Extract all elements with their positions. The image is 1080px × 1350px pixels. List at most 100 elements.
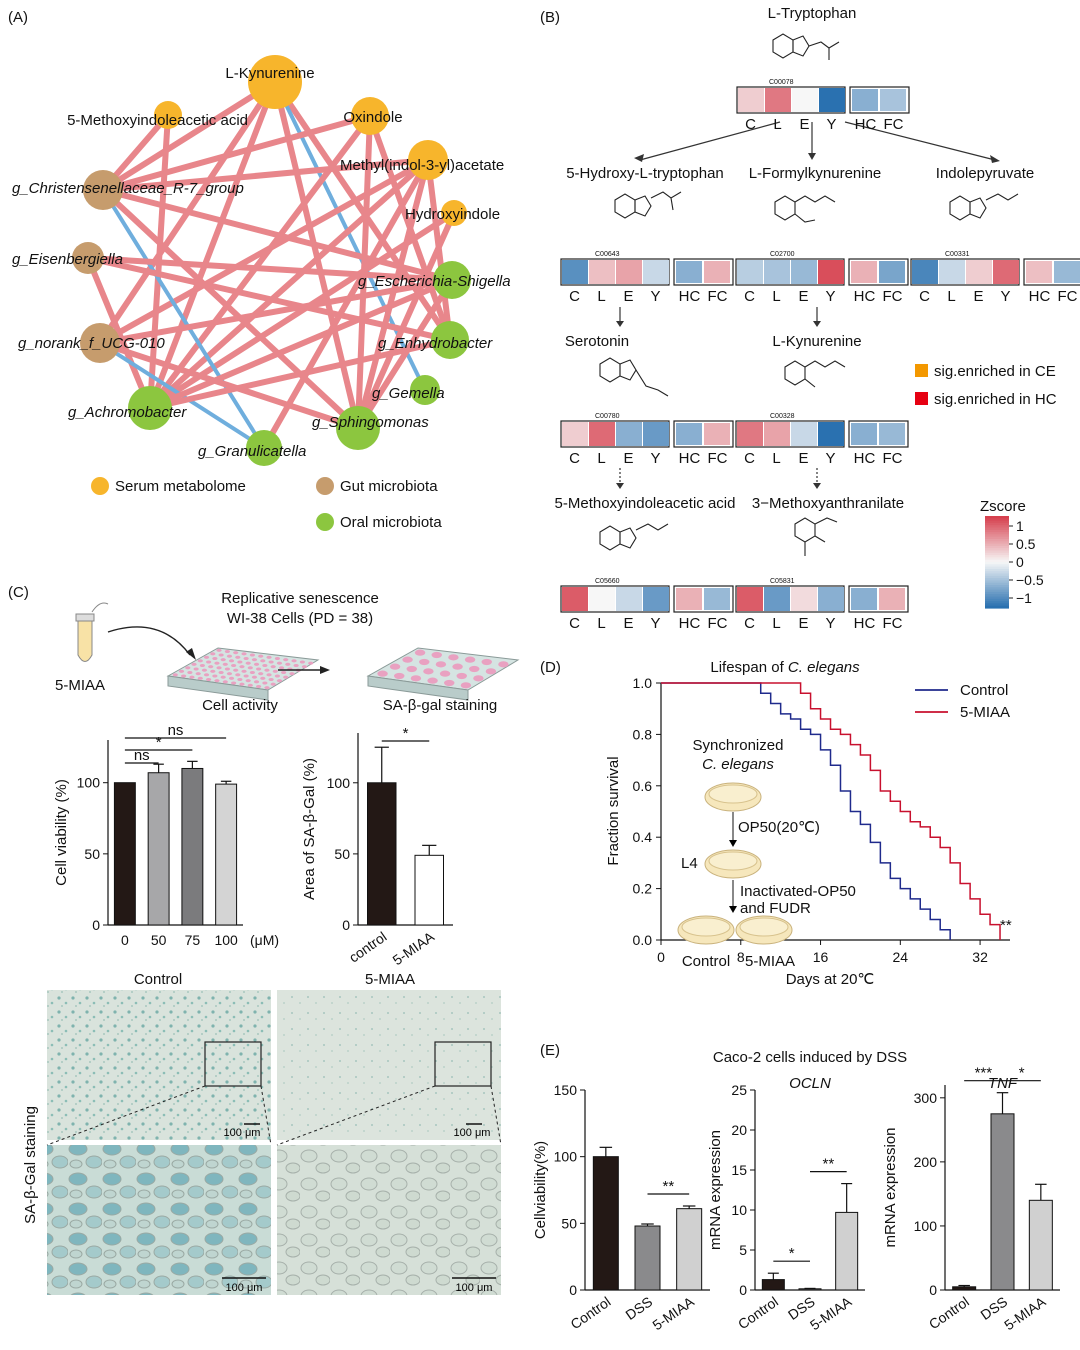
well	[181, 674, 187, 678]
heatmap-ref-label-mia-0: HC	[679, 615, 701, 632]
heatmap-ref-frame-ser	[673, 420, 734, 448]
heatmap-cell-htp-L	[589, 260, 615, 284]
plate2-label: SA-β-gal staining	[383, 697, 498, 714]
heatmap-ref-label-kyn-1: FC	[883, 450, 903, 467]
network-node-enh	[431, 321, 469, 359]
bar-Control	[592, 1156, 619, 1291]
well	[172, 673, 178, 677]
molecule-tryptophan	[772, 33, 840, 60]
heatmap-ref-cell-ser-0	[676, 423, 702, 445]
well	[270, 682, 276, 686]
well	[233, 651, 239, 655]
heatmap-cell-trp-L	[765, 88, 791, 112]
zscore-tick-label-3: −0.5	[1016, 572, 1044, 588]
heatmap-cell-kyn-C	[737, 422, 763, 446]
heatmap-ref-cell-trp-1	[880, 89, 906, 111]
heatmap-ref-label-ser-1: FC	[708, 450, 728, 467]
well	[249, 653, 255, 657]
dish-l4-inner	[708, 851, 758, 871]
well	[444, 679, 455, 687]
well	[195, 672, 201, 676]
well	[245, 679, 251, 683]
molecule-formylkynurenine	[774, 195, 836, 223]
heatmap-ref-cell-ipy-0	[1026, 261, 1052, 283]
x-label-control: control	[346, 928, 390, 965]
well	[231, 681, 237, 685]
bar-5-MIAA	[414, 854, 444, 926]
network-node-mia3	[408, 140, 448, 180]
network-edge-esc-ach	[147, 277, 455, 411]
surv-legend-label-Control: Control	[960, 682, 1008, 699]
x-label-5-MIAA: 5-MIAA	[390, 928, 438, 968]
legend-dot-serum	[91, 477, 109, 495]
heatmap-ref-cell-ser-1	[704, 423, 730, 445]
molecule-kynurenine	[784, 360, 846, 388]
bar-100	[215, 783, 238, 926]
heatmap-cell-mant-C	[737, 587, 763, 611]
well	[212, 656, 218, 661]
well	[235, 673, 241, 677]
micrograph-col-5miaa: 5-MIAA	[365, 971, 415, 988]
zoom-lines	[46, 1085, 502, 1146]
heatmap-label-htp-2: E	[623, 288, 633, 305]
zscore-step	[985, 545, 1009, 549]
zscore-step	[985, 539, 1009, 542]
panel-label-b: (B)	[540, 9, 560, 26]
zscore-step	[985, 603, 1009, 607]
surv-y-tick-label: 0.2	[633, 881, 653, 897]
well	[212, 674, 218, 678]
y-tick-label: 0	[92, 917, 100, 933]
heatmap-ref-cell-mia-1	[704, 588, 730, 610]
senescence-title-1: Replicative senescence	[221, 590, 379, 607]
network-node-gra	[246, 430, 282, 466]
network-label-esc: g_Escherichia-Shigella	[358, 273, 511, 290]
well	[208, 665, 214, 669]
heatmap-ref-cell-ipy-1	[1054, 261, 1080, 283]
well	[264, 686, 270, 690]
micrograph-control-low	[47, 990, 271, 1140]
heatmap-cell-ipy-Y	[993, 260, 1019, 284]
plate-side	[167, 675, 269, 701]
network-label-nor: g_norank_f_UCG-010	[18, 335, 165, 352]
zscore-step	[985, 591, 1009, 595]
network-label-gra: g_Granulicatella	[198, 443, 306, 460]
heatmap-label-htp-0: C	[569, 288, 580, 305]
sig-label: **	[662, 1178, 674, 1195]
network-edge-eis-ach	[85, 255, 153, 411]
kegg-code-mant: C05831	[770, 578, 795, 585]
network-edge-enh-ach	[147, 337, 453, 411]
well	[193, 667, 199, 671]
network-node-chr	[83, 170, 123, 210]
kegg-code-mia: C05660	[595, 578, 620, 585]
inset-plate-b: 5-MIAA	[745, 953, 795, 970]
heatmap-ref-label-htp-0: HC	[679, 288, 701, 305]
bar-Control	[761, 1279, 785, 1291]
network-edge-mia3-ach	[147, 157, 431, 411]
well	[498, 661, 509, 668]
y-axis-label: Area of SA-β-Gal (%)	[301, 758, 318, 900]
96-well-plate-icon	[166, 647, 320, 701]
zscore-step	[985, 568, 1009, 572]
zscore-tick-label-4: −1	[1016, 590, 1032, 606]
sig-label: ***	[975, 1065, 993, 1082]
heatmap-ref-label-htp-1: FC	[708, 288, 728, 305]
y-axis-label: mRNA expression	[882, 1127, 899, 1247]
plate1-label: Cell activity	[202, 697, 278, 714]
well	[214, 679, 220, 683]
well	[226, 672, 233, 676]
dish-5miaa-inner	[739, 917, 789, 937]
network-edge-eis-enh	[85, 255, 453, 343]
heatmap-ref-cell-fkyn-1	[879, 261, 905, 283]
x-label-100: 100	[214, 932, 238, 948]
compound-label: 5-MIAA	[55, 677, 105, 694]
sig-label: *	[1019, 1065, 1025, 1082]
zscore-step	[985, 536, 1009, 540]
inset-plate-a: Control	[682, 953, 730, 970]
well	[427, 677, 438, 684]
well	[249, 670, 255, 675]
heatmap-label-ser-1: L	[597, 450, 605, 467]
zscore-step	[985, 522, 1009, 526]
legend-label-oral: Oral microbiota	[340, 514, 442, 531]
